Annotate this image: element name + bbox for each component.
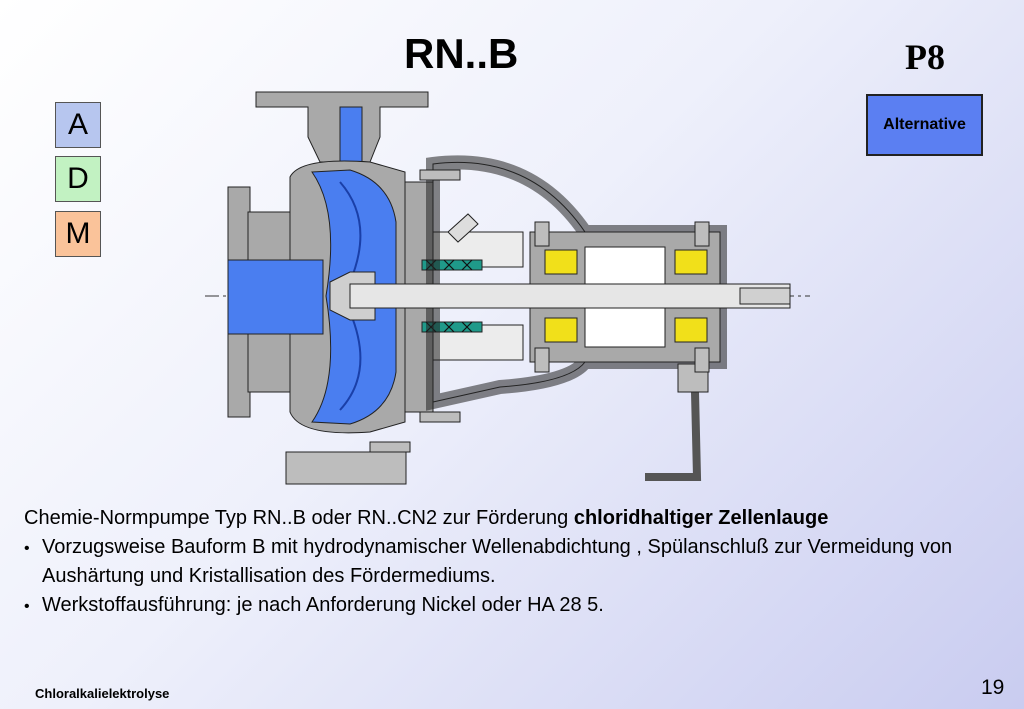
bullet-text-2: Werkstoffausführung: je nach Anforderung… [42,594,604,616]
pump-cross-section-drawing [205,91,810,485]
intro-bold: chloridhaltiger Zellenlauge [573,507,829,529]
bullet-icon: • [24,540,30,557]
bullet-icon: • [24,598,30,615]
intro-plain: Chemie-Normpumpe Typ RN..B oder RN..CN2 … [24,507,574,529]
slide-title: RN..B [404,30,519,77]
page-number: 19 [981,676,1005,699]
description-text: Chemie-Normpumpe Typ RN..B oder RN..CN2 … [24,504,994,621]
nav-button-m[interactable]: M [55,211,101,257]
bullet-text-1: Vorzugsweise Bauform B mit hydrodynamisc… [42,536,953,587]
nav-button-d[interactable]: D [55,156,101,202]
footer-title: Chloralkalielektrolyse [35,686,170,701]
bullet-item: • Vorzugsweise Bauform B mit hydrodynami… [24,533,994,591]
alternative-button[interactable]: Alternative [866,94,983,156]
nav-button-a[interactable]: A [55,102,101,148]
slide-code: P8 [905,37,945,77]
bullet-item: • Werkstoffausführung: je nach Anforderu… [24,591,994,621]
intro-line: Chemie-Normpumpe Typ RN..B oder RN..CN2 … [24,504,994,533]
